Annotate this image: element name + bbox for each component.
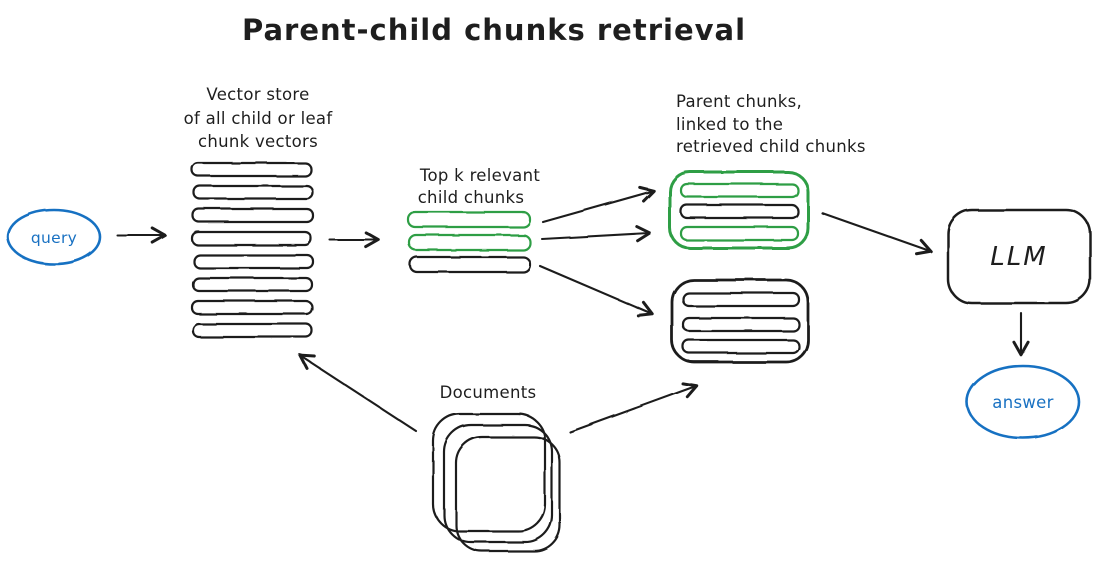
arrow-topk2-to-matched-parent (540, 225, 652, 243)
chunk-bar (191, 276, 314, 293)
svg-text:linked to the: linked to the (676, 115, 783, 134)
svg-text:of all child or leaf: of all child or leaf (184, 109, 334, 128)
chunk-bar (192, 253, 315, 270)
chunk-bar (192, 184, 315, 201)
documents-label: Documents (440, 383, 537, 402)
top-k-chunks (406, 210, 532, 274)
vector-store-stack (190, 161, 315, 339)
svg-text:Parent chunks,: Parent chunks, (676, 92, 802, 111)
svg-text:Top k relevant: Top k relevant (419, 166, 540, 185)
top-k-bar-green (407, 233, 532, 252)
parent-bar-black (681, 338, 801, 355)
svg-text:chunk vectors: chunk vectors (198, 132, 318, 151)
arrow-topk3-to-unmatched-parent (538, 264, 655, 318)
vector-store-label: Vector store of all child or leaf chunk … (184, 85, 334, 151)
answer-label: answer (992, 393, 1053, 412)
chunk-bar (191, 322, 314, 339)
unmatched-parent-outline (670, 278, 810, 364)
chunk-bar (190, 230, 313, 247)
parent-bar-black (679, 203, 800, 220)
chunk-bar (191, 207, 315, 224)
matched-parent-box (668, 170, 810, 250)
document-page (442, 423, 554, 544)
parent-chunks-label: Parent chunks, linked to the retrieved c… (676, 92, 866, 156)
arrow-documents-to-store (298, 354, 418, 433)
query-label: query (31, 229, 77, 247)
llm-box (946, 208, 1092, 305)
chunk-bar (190, 299, 314, 316)
document-page (431, 412, 547, 533)
svg-text:child chunks: child chunks (418, 188, 525, 207)
answer-node-ellipse (965, 364, 1081, 440)
parent-bar-black (681, 316, 801, 333)
svg-text:Vector store: Vector store (206, 85, 309, 104)
unmatched-parent-box (670, 278, 810, 364)
query-node-ellipse (6, 208, 102, 266)
svg-text:retrieved child chunks: retrieved child chunks (676, 137, 866, 156)
parent-bar-green (679, 225, 800, 242)
arrow-topk1-to-matched-parent (541, 185, 656, 224)
matched-parent-outline (668, 170, 810, 250)
parent-bar-green (679, 182, 800, 199)
diagram-title: Parent-child chunks retrieval (242, 13, 746, 47)
top-k-bar-green (406, 210, 532, 229)
llm-label: LLM (990, 242, 1047, 272)
arrow-parent-to-llm (820, 211, 933, 256)
document-page (454, 435, 562, 553)
parent-bar-black (681, 291, 801, 308)
arrow-documents-to-unmatched-parent (568, 381, 699, 434)
documents-pages (431, 412, 562, 553)
top-k-label: Top k relevant child chunks (418, 166, 540, 207)
top-k-bar-black (408, 255, 532, 274)
chunk-bar (190, 161, 313, 178)
